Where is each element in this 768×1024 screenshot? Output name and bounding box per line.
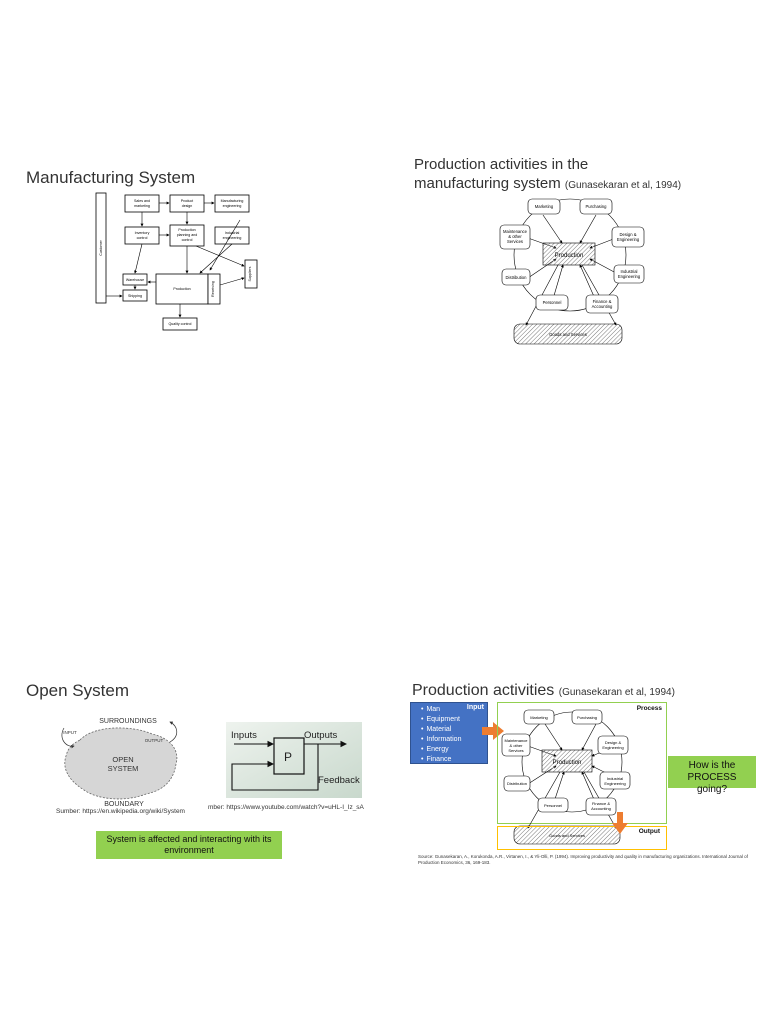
node-maintenance-1: Maintenance: [503, 229, 528, 234]
node-production: Production: [553, 760, 582, 766]
node-personnel: Personnel: [544, 803, 562, 808]
surroundings-label: SURROUNDINGS: [99, 718, 157, 725]
node-industrial-2: Engineering: [604, 781, 625, 786]
node-industrial-2: Engineering: [618, 274, 641, 279]
open-label: OPEN: [112, 755, 133, 764]
receiving-label: Receiving: [211, 281, 215, 297]
mfg-eng-label-2: engineering: [223, 204, 242, 208]
process-label: Process: [636, 705, 662, 712]
node-maintenance-3: Services: [508, 748, 523, 753]
process-question: How is the PROCESS going?: [668, 756, 756, 795]
slide-title: Manufacturing System: [26, 168, 196, 187]
node-industrial-1: Industrial: [607, 776, 623, 781]
input-item: Finance: [421, 755, 487, 765]
node-finance-2: Accounting: [591, 806, 611, 811]
feedback-label: Feedback: [318, 775, 360, 786]
input-item: Material: [421, 725, 487, 735]
inventory-label-1: Inventory: [135, 231, 150, 235]
node-design-2: Engineering: [617, 237, 640, 242]
node-goods: Goods and Services: [549, 332, 587, 337]
output-arrow: [612, 812, 628, 834]
quality-label: Quality control: [169, 322, 192, 326]
boundary-label: BOUNDARY: [104, 801, 144, 808]
node-distribution: Distribution: [507, 781, 527, 786]
warehouse-label: Warehouse: [126, 278, 144, 282]
input-box: Input Man Equipment Material Information…: [410, 702, 488, 764]
ppc-label-2: planning and: [177, 233, 198, 237]
input-item: Information: [421, 735, 487, 745]
process-box: Process: [497, 702, 667, 824]
source-left: Sumber: https://en.wikipedia.org/wiki/Sy…: [56, 808, 185, 815]
output-label: OUTPUT: [145, 738, 164, 743]
node-purchasing: Purchasing: [577, 715, 597, 720]
manufacturing-system-diagram: Customer Sales and marketing Product des…: [95, 192, 258, 331]
node-marketing: Marketing: [530, 715, 548, 720]
node-purchasing: Purchasing: [586, 204, 608, 209]
source-note: Source: Gunasekaran, A., Korukonda, A.R.…: [418, 854, 748, 865]
production-activities-diagram: Marketing Purchasing Maintenance & other…: [499, 198, 645, 345]
slide-title: Production activities: [412, 682, 555, 699]
node-finance-1: Finance &: [593, 299, 612, 304]
suppliers-label: Suppliers: [248, 266, 252, 281]
citation: (Gunasekaran et al, 1994): [564, 180, 682, 191]
input-label: Input: [466, 704, 484, 711]
sales-label-2: marketing: [134, 204, 150, 208]
mfg-eng-label-1: Manufacturing: [221, 199, 244, 203]
node-maintenance-2: & other: [510, 743, 524, 748]
sales-label-1: Sales and: [134, 199, 150, 203]
input-item: Energy: [421, 745, 487, 755]
system-note: System is affected and interacting with …: [96, 831, 282, 859]
output-label: Output: [638, 828, 660, 835]
slide-title-line1: Production activities in the: [414, 156, 589, 173]
citation: (Gunasekaran et al, 1994): [558, 687, 675, 698]
ppc-label-3: control: [182, 238, 193, 242]
shipping-label: Shipping: [128, 294, 142, 298]
node-maintenance-3: Services: [507, 239, 523, 244]
industrial-label-2: engineering: [223, 236, 242, 240]
open-system-diagram: SURROUNDINGS OPEN SYSTEM BOUNDARY INPUT …: [61, 718, 178, 808]
node-marketing: Marketing: [535, 204, 554, 209]
industrial-label-1: Industrial: [225, 231, 240, 235]
node-distribution: Distribution: [506, 275, 528, 280]
node-design-2: Engineering: [602, 745, 623, 750]
product-design-label-2: design: [182, 204, 193, 208]
node-goods: Goods and Services: [549, 833, 585, 838]
input-arrow: [482, 722, 504, 740]
production-activities-diagram-2: Marketing Purchasing Maintenance & other…: [501, 709, 631, 845]
node-production: Production: [555, 253, 584, 259]
source-right: mber: https://www.youtube.com/watch?v=uH…: [208, 804, 364, 811]
node-personnel: Personnel: [543, 300, 562, 305]
node-finance-2: Accounting: [592, 304, 613, 309]
node-maintenance-1: Maintenance: [505, 738, 529, 743]
slide-title: Open System: [26, 681, 129, 700]
outputs-label: Outputs: [304, 730, 338, 741]
output-box: Output: [497, 826, 667, 850]
inventory-label-2: control: [137, 236, 148, 240]
inputs-label: Inputs: [231, 730, 257, 741]
customer-label: Customer: [99, 239, 103, 255]
node-industrial-1: Industrial: [621, 269, 638, 274]
p-label: P: [284, 750, 292, 764]
product-design-label-1: Product: [181, 199, 193, 203]
production-label: Production: [173, 287, 190, 291]
input-label: INPUT: [63, 730, 77, 735]
node-maintenance-2: & other: [508, 234, 522, 239]
ppc-label-1: Production: [178, 228, 195, 232]
node-design-1: Design &: [605, 740, 622, 745]
slide-title-line2-wrap: manufacturing system (Gunasekaran et al,…: [414, 175, 681, 192]
input-item: Man: [421, 705, 487, 715]
node-finance-1: Finance &: [592, 801, 610, 806]
input-list: Man Equipment Material Information Energ…: [411, 703, 487, 765]
node-design-1: Design &: [620, 232, 637, 237]
slide-title-wrap: Production activities (Gunasekaran et al…: [412, 682, 675, 700]
input-item: Equipment: [421, 715, 487, 725]
system-label: SYSTEM: [108, 764, 139, 773]
slide-title-line2: manufacturing system: [414, 175, 561, 192]
feedback-diagram: Inputs Outputs P Feedback: [226, 722, 362, 798]
